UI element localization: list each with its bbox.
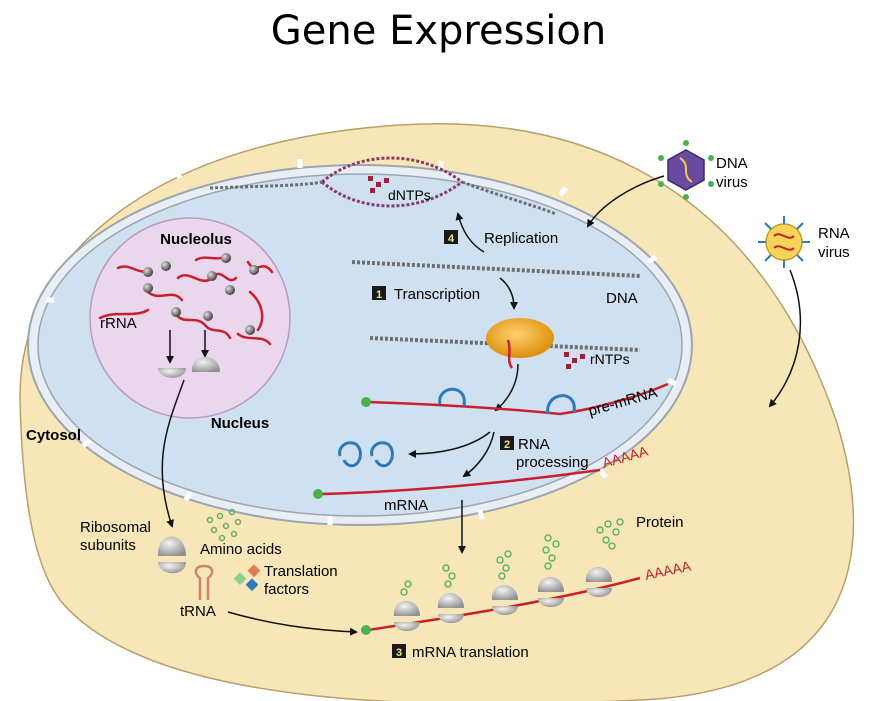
- translation-label: Translation: [264, 563, 338, 580]
- dna-virus-label-2: virus: [716, 174, 748, 191]
- 5-cap-2: [313, 489, 323, 499]
- step-1-number: 1: [376, 289, 382, 301]
- cytosol-label: Cytosol: [26, 427, 81, 444]
- dntps-icon: [368, 176, 389, 193]
- trna-icon: [194, 564, 214, 600]
- intron-loop-1: [438, 387, 466, 407]
- dna-helix: [351, 260, 641, 278]
- dna-virus-arrow: [586, 175, 665, 228]
- excised-intron-arrow: [408, 431, 491, 458]
- excised-introns: [338, 441, 394, 468]
- amino-acids-label: Amino acids: [200, 541, 282, 558]
- rna-virus-arrow: [768, 269, 802, 408]
- ribosomal-proteins: [143, 253, 259, 335]
- nuclear-pores: [46, 159, 678, 525]
- processing-label: processing: [516, 454, 589, 471]
- rrna-label: rRNA: [100, 315, 137, 332]
- to-translation-arrow: [227, 611, 358, 636]
- rna-virus-icon: [758, 216, 810, 268]
- subunits-label: subunits: [80, 537, 136, 554]
- step-1-badge: [372, 286, 386, 300]
- large-subunit: [191, 357, 220, 372]
- mature-mrna: [319, 468, 601, 496]
- 5-cap-3: [361, 625, 371, 635]
- dna-virus-icon: [658, 140, 714, 200]
- subunit-export-arrow: [161, 379, 185, 528]
- factor-orange: [247, 564, 261, 578]
- dna-label: DNA: [606, 290, 638, 307]
- rna-virus-label-1: RNA: [818, 225, 850, 242]
- protein-label: Protein: [636, 514, 684, 531]
- pre-mrna: [367, 382, 669, 416]
- mrna-label: mRNA: [384, 497, 428, 514]
- polysome: [393, 567, 612, 631]
- rntps-label: rNTPs: [590, 351, 630, 367]
- step-2-badge: [500, 436, 514, 450]
- amino-acids-icon: [206, 508, 242, 542]
- nucleolus-label: Nucleolus: [160, 231, 232, 248]
- step-2-number: 2: [504, 439, 510, 451]
- factor-blue: [245, 578, 259, 592]
- rna-polymerase: [486, 318, 554, 358]
- nascent-rna: [506, 339, 514, 369]
- polymerase-arrow: [494, 363, 519, 412]
- factor-green: [233, 572, 247, 586]
- replication-label: Replication: [484, 230, 558, 247]
- dntps-label: dNTPs: [388, 187, 431, 203]
- 5-cap-1: [361, 397, 371, 407]
- step-4-badge: [444, 230, 458, 244]
- transcription-arrow: [499, 277, 518, 310]
- nucleolus: [89, 217, 291, 419]
- replication-arrow: [455, 212, 485, 253]
- factors-label: factors: [264, 581, 309, 598]
- dna-replication: [209, 156, 557, 216]
- rntps-icon: [564, 352, 585, 369]
- nascent-proteins: [400, 518, 624, 596]
- nucleus-label: Nucleus: [211, 415, 269, 432]
- rna-virus-label-2: virus: [818, 244, 850, 261]
- mrna-translation-label: mRNA translation: [412, 644, 529, 661]
- step-3-number: 3: [396, 647, 402, 659]
- page-title: Gene Expression: [270, 8, 607, 54]
- dna-virus-label-1: DNA: [716, 155, 748, 172]
- cyto-large-subunit: [157, 536, 186, 556]
- mrna-arrow: [462, 431, 495, 478]
- intron-loop-2: [546, 394, 576, 415]
- transcription-label: Transcription: [394, 286, 480, 303]
- ribosomal-label: Ribosomal: [80, 519, 151, 536]
- rna-label: RNA: [518, 436, 550, 453]
- cyto-small-subunit: [158, 562, 186, 574]
- step-3-badge: [392, 644, 406, 658]
- small-subunit: [158, 368, 186, 378]
- step-4-number: 4: [448, 233, 455, 245]
- trna-label: tRNA: [180, 603, 216, 620]
